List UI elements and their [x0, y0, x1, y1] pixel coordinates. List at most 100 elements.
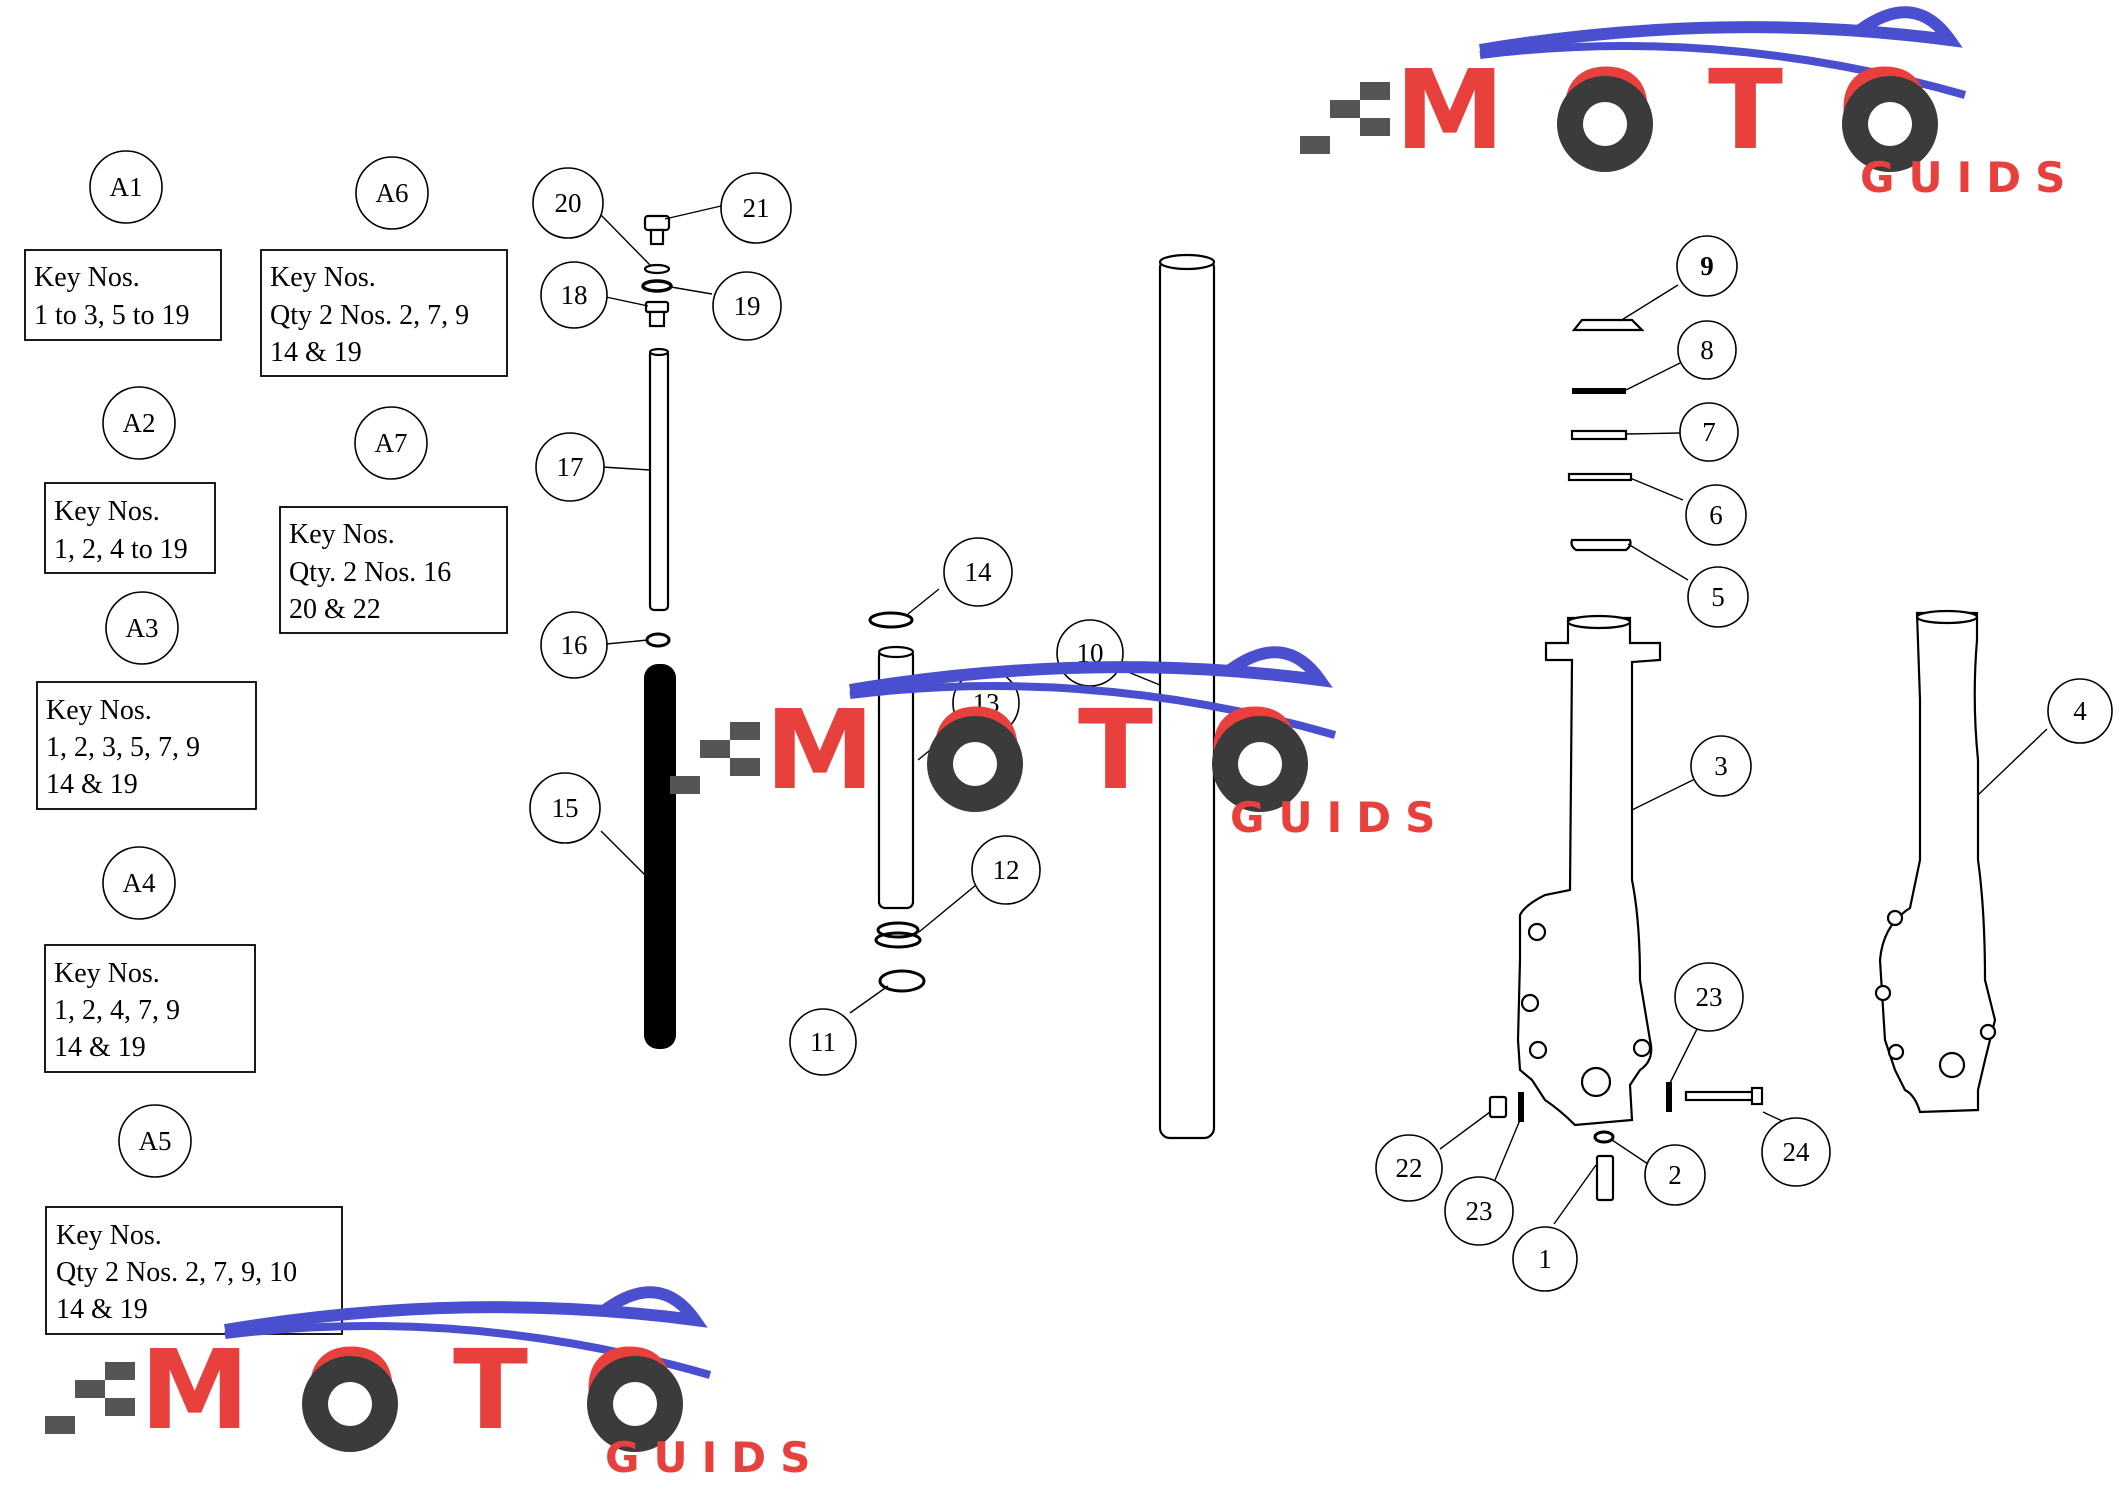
key-box-line: Qty 2 Nos. 2, 7, 9, 10 — [56, 1257, 297, 1288]
callout-18: 18 — [540, 261, 608, 329]
callout-14: 14 — [943, 537, 1013, 607]
callout-1: 1 — [1512, 1226, 1578, 1292]
part-6-washer — [1567, 472, 1633, 482]
svg-text:9: 9 — [1700, 251, 1714, 281]
key-box-line: Qty 2 Nos. 2, 7, 9 — [270, 300, 469, 331]
callout-8: 8 — [1677, 320, 1737, 380]
part-22-cap — [1488, 1095, 1508, 1119]
key-group-id: A5 — [139, 1126, 172, 1156]
svg-text:16: 16 — [561, 630, 588, 660]
leader-lines — [599, 205, 2048, 1225]
key-group-id: A4 — [123, 868, 156, 898]
key-box-line: 14 & 19 — [54, 1032, 146, 1063]
key-group-A2: A2 Key Nos. 1, 2, 4 to 19 — [44, 386, 216, 574]
part-20-washer — [643, 263, 671, 275]
callout-4: 4 — [2047, 678, 2113, 744]
key-group-id: A7 — [375, 428, 408, 458]
key-box-line: Key Nos. — [56, 1220, 162, 1251]
svg-text:18: 18 — [561, 280, 588, 310]
svg-text:24: 24 — [1783, 1137, 1811, 1167]
callout-9: 9 — [1676, 235, 1738, 297]
svg-text:17: 17 — [557, 452, 584, 482]
part-2-washer — [1593, 1130, 1615, 1144]
part-18-nut — [644, 300, 670, 328]
part-11-seal — [878, 969, 926, 993]
callout-16: 16 — [540, 611, 608, 679]
part-13-tube — [877, 645, 915, 910]
key-group-A7: A7 Key Nos. Qty. 2 Nos. 16 20 & 22 — [279, 406, 508, 634]
key-box-line: Key Nos. — [54, 496, 160, 527]
logo-subtext: GUIDS — [1230, 793, 1449, 842]
part-5-bushing — [1570, 538, 1632, 552]
key-group-A6: A6 Key Nos. Qty 2 Nos. 2, 7, 9 14 & 19 — [260, 156, 508, 377]
part-16-washer — [645, 632, 671, 648]
part-19-ring — [641, 279, 673, 293]
svg-text:13: 13 — [973, 688, 1000, 718]
callout-3: 3 — [1690, 735, 1752, 797]
key-box-line: Key Nos. — [54, 958, 160, 989]
key-box-line: Key Nos. — [270, 262, 376, 293]
key-box-line: Key Nos. — [34, 262, 140, 293]
logo-text: MOTO — [1395, 46, 1987, 174]
svg-text:20: 20 — [555, 188, 582, 218]
part-21-bolt — [643, 214, 671, 246]
callout-22: 22 — [1375, 1134, 1443, 1202]
watermark-logo-bottom: MOTO GUIDS — [45, 1286, 824, 1482]
key-group-id: A3 — [126, 613, 159, 643]
svg-text:1: 1 — [1538, 1244, 1552, 1274]
key-box-line: 1, 2, 4 to 19 — [54, 534, 188, 565]
key-group-id: A1 — [110, 172, 143, 202]
callout-17: 17 — [535, 432, 605, 502]
svg-text:6: 6 — [1709, 500, 1723, 530]
key-group-A3: A3 Key Nos. 1, 2, 3, 5, 7, 9 14 & 19 — [36, 591, 257, 810]
callout-20: 20 — [532, 167, 604, 239]
svg-text:23: 23 — [1466, 1196, 1493, 1226]
key-group-A1: A1 Key Nos. 1 to 3, 5 to 19 — [24, 150, 222, 341]
key-group-A4: A4 Key Nos. 1, 2, 4, 7, 9 14 & 19 — [44, 846, 256, 1073]
watermark-logo-center: MOTO GUIDS — [670, 646, 1449, 842]
svg-text:8: 8 — [1700, 335, 1714, 365]
part-17-damper-rod — [648, 347, 670, 612]
logo-subtext: GUIDS — [605, 1433, 824, 1482]
key-box-line: 14 & 19 — [270, 337, 362, 368]
part-3-slider — [1516, 614, 1662, 1127]
svg-text:12: 12 — [993, 855, 1020, 885]
callout-10: 10 — [1056, 619, 1124, 687]
callout-21: 21 — [720, 172, 792, 244]
logo-text: MOTO — [140, 1326, 732, 1454]
svg-text:5: 5 — [1711, 582, 1725, 612]
part-4-slider — [1874, 609, 1997, 1114]
logo-subtext: GUIDS — [1860, 153, 2079, 202]
svg-text:7: 7 — [1702, 417, 1716, 447]
svg-text:19: 19 — [734, 291, 761, 321]
key-box-line: 14 & 19 — [56, 1294, 148, 1325]
part-24-pin — [1684, 1086, 1764, 1106]
callout-23-upper: 23 — [1674, 962, 1744, 1032]
part-12-spring-clip — [874, 921, 922, 949]
key-group-A5: A5 Key Nos. Qty 2 Nos. 2, 7, 9, 10 14 & … — [45, 1104, 343, 1335]
part-15-spring — [644, 664, 676, 1049]
part-7-seal — [1570, 429, 1628, 441]
callout-5: 5 — [1687, 566, 1749, 628]
part-14-ring — [868, 611, 914, 629]
svg-text:11: 11 — [810, 1027, 836, 1057]
key-box-line: 14 & 19 — [46, 769, 138, 800]
svg-text:14: 14 — [965, 557, 993, 587]
key-box-line: Key Nos. — [289, 519, 395, 550]
key-box-line: 20 & 22 — [289, 594, 381, 625]
svg-text:23: 23 — [1696, 982, 1723, 1012]
part-9-dust-cap — [1571, 318, 1645, 332]
callout-23-lower: 23 — [1444, 1176, 1514, 1246]
svg-text:3: 3 — [1714, 751, 1728, 781]
watermark-logo-top: MOTO GUIDS — [1300, 6, 2079, 202]
key-group-id: A2 — [123, 408, 156, 438]
svg-text:21: 21 — [743, 193, 770, 223]
part-23-ring-left — [1518, 1092, 1524, 1122]
callout-11: 11 — [789, 1008, 857, 1076]
key-box-line: 1 to 3, 5 to 19 — [34, 300, 190, 331]
key-box-line: 1, 2, 4, 7, 9 — [54, 995, 180, 1026]
key-group-id: A6 — [376, 178, 409, 208]
svg-text:2: 2 — [1668, 1160, 1682, 1190]
part-1-bolt — [1595, 1154, 1615, 1202]
